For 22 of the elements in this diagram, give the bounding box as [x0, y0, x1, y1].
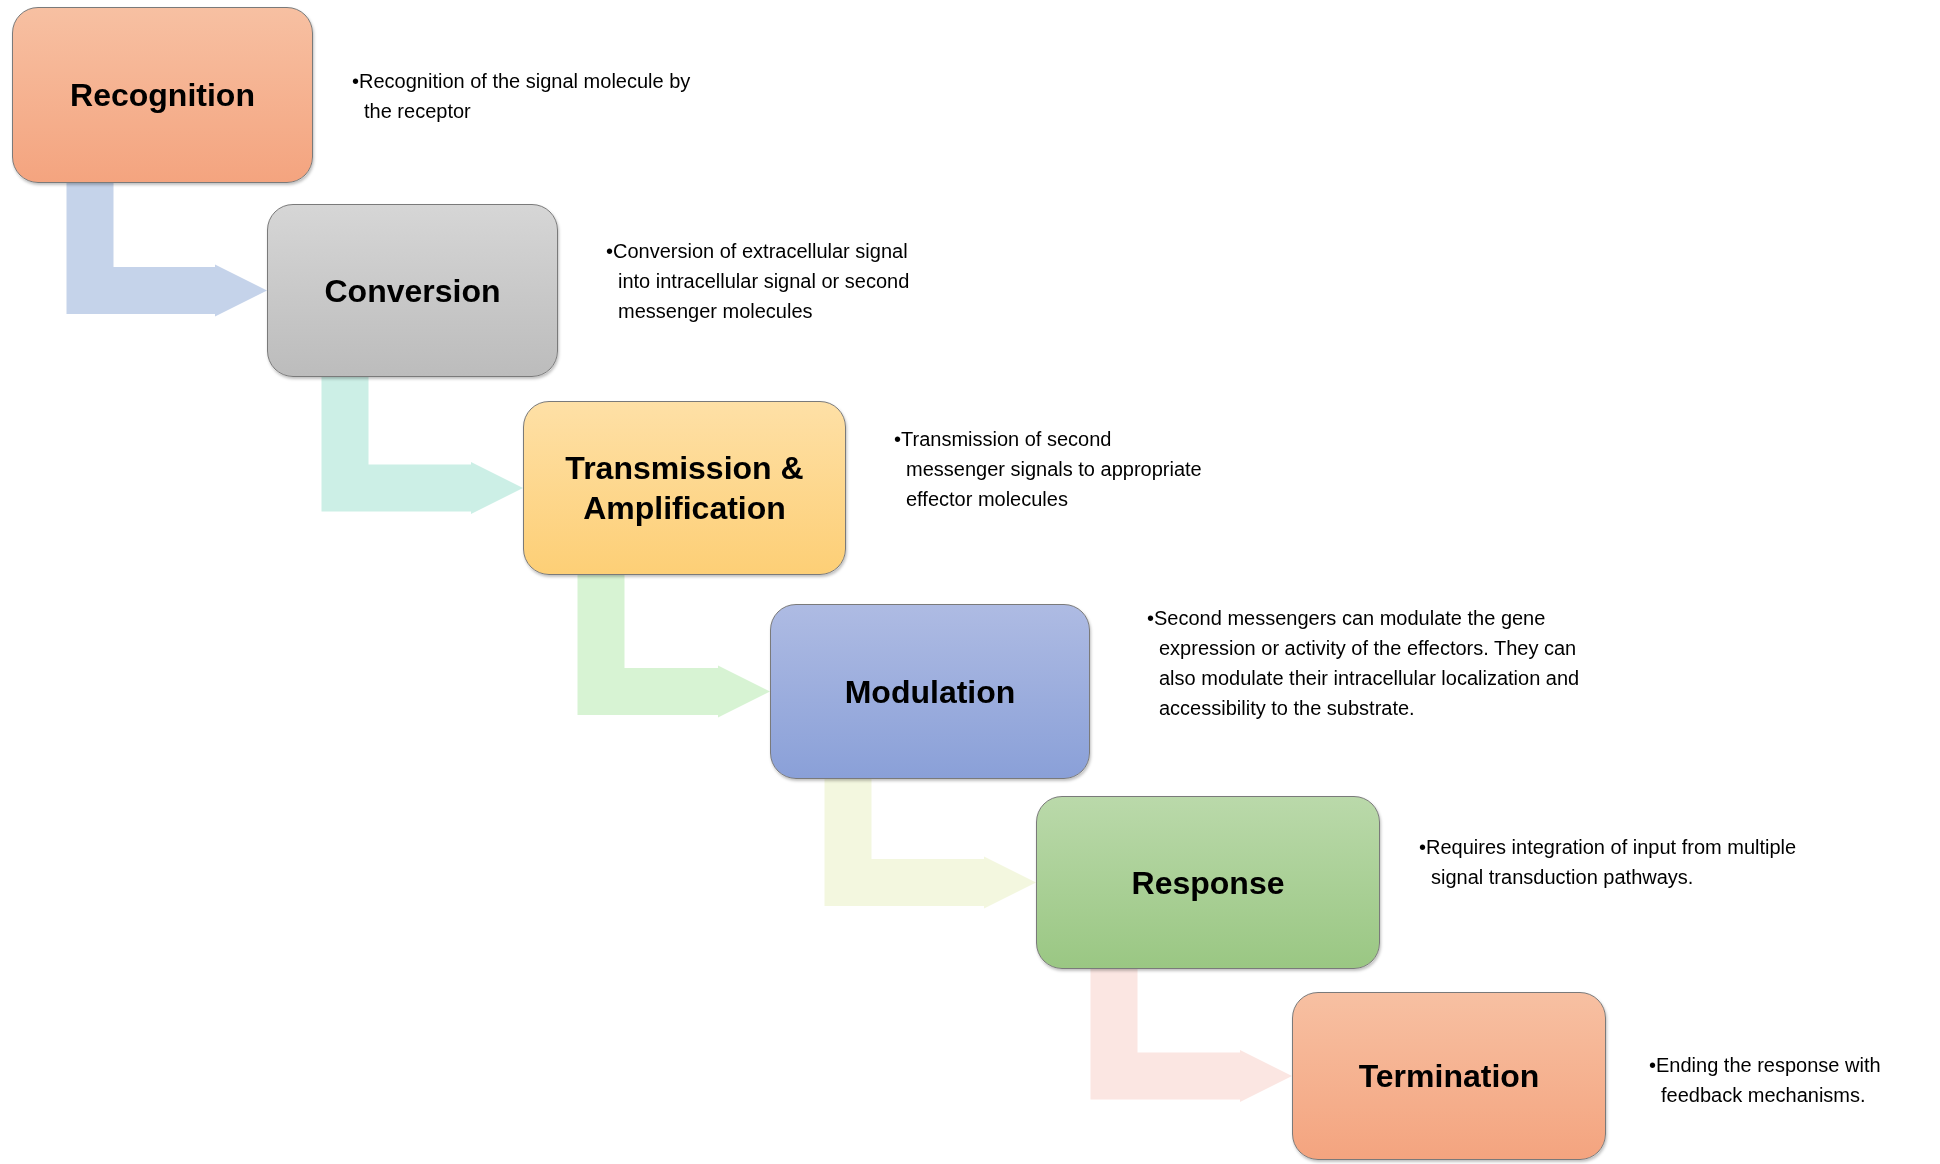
- step-title: Response: [1130, 863, 1286, 903]
- step-box: [12, 7, 313, 183]
- step-box: [1036, 796, 1380, 969]
- step-box: [523, 401, 846, 575]
- step-description: •Ending the response with feedback mechanisms.: [1649, 1053, 1882, 1108]
- step-title: Termination: [1357, 1057, 1541, 1096]
- step-description: •Transmission of second messenger signals to appropriate effector molecules: [894, 427, 1203, 512]
- step-box: [1292, 992, 1606, 1160]
- arrow: [321, 377, 523, 514]
- arrow: [824, 779, 1036, 909]
- step-box: [770, 604, 1090, 779]
- step-description: •Recognition of the signal molecule by the receptor: [352, 69, 692, 124]
- step-title: Transmission & Amplification: [564, 449, 805, 528]
- step-description: •Second messengers can modulate the gene expression or activity of the effectors. They can also modulate their intracellular localization and accessibility to the substrate.: [1147, 606, 1581, 721]
- arrow: [66, 183, 267, 317]
- step-title: Conversion: [323, 271, 502, 311]
- arrow: [577, 575, 770, 718]
- step-title: Modulation: [843, 672, 1017, 712]
- step-title: Recognition: [69, 76, 256, 115]
- step-description: •Requires integration of input from multiple signal transduction pathways.: [1419, 835, 1798, 890]
- step-box: [267, 204, 558, 377]
- step-description: •Conversion of extracellular signal into intracellular signal or second messenger molecules: [606, 239, 911, 324]
